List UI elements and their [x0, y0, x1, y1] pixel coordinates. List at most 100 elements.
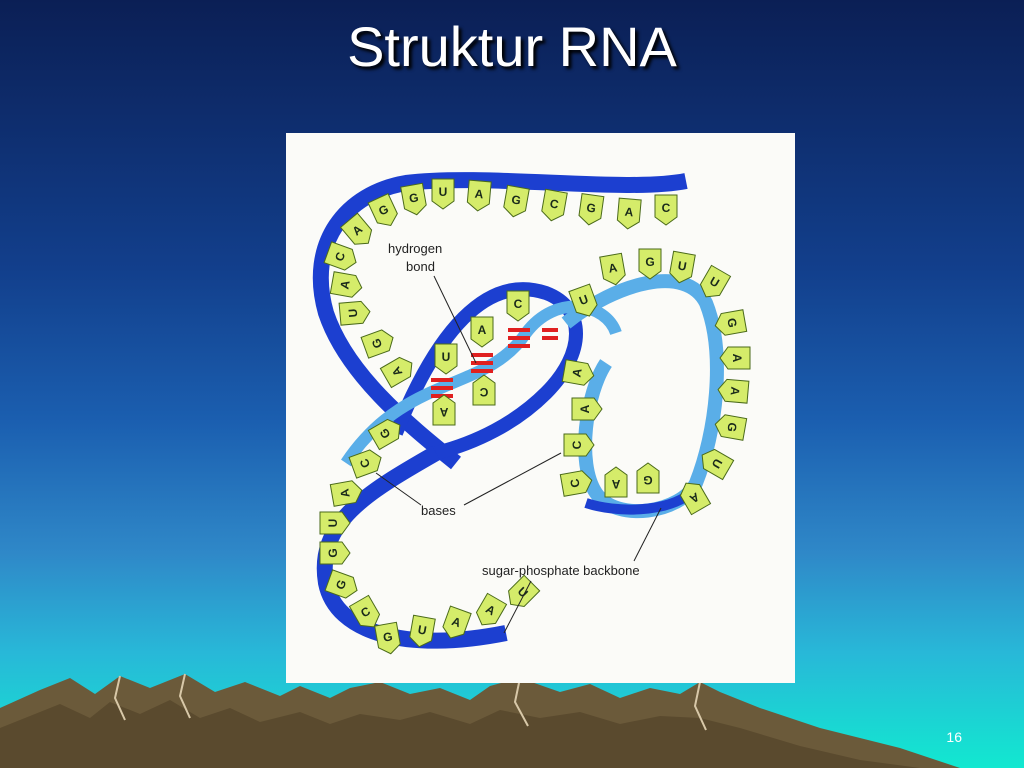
base-letter: U [677, 258, 688, 273]
base-tag-shape [717, 378, 750, 404]
base-tag-shape [563, 433, 595, 457]
base-tag-shape [561, 359, 595, 386]
base-tag: A [616, 197, 642, 230]
base-tag: A [339, 212, 373, 245]
base-tag: C [472, 374, 496, 406]
base-letter: G [643, 473, 652, 487]
base-tag-shape [506, 290, 530, 322]
base-tag: A [329, 480, 363, 507]
base-tag-shape [470, 316, 494, 348]
label-bases: bases [421, 503, 456, 518]
base-tag: C [348, 449, 382, 479]
base-letter: C [479, 385, 488, 399]
base-tag: G [714, 309, 748, 336]
base-tag-shape [348, 449, 382, 479]
pointer-backbone-left [503, 580, 532, 634]
base-tag: A [442, 605, 472, 639]
base-tag: A [717, 378, 750, 404]
base-tag: A [719, 346, 751, 370]
base-tag-shape [503, 184, 530, 218]
base-letter: A [624, 205, 634, 220]
base-letter: A [439, 405, 448, 419]
base-letter: A [337, 279, 352, 290]
base-tag: C [563, 433, 595, 457]
base-tag: C [348, 594, 381, 628]
base-letter: C [549, 196, 560, 211]
base-tag-shape [434, 343, 458, 375]
base-letter: C [567, 477, 582, 488]
base-letter: G [333, 578, 349, 592]
base-tag: G [578, 193, 605, 226]
base-tag-shape [319, 511, 351, 535]
pointer-hydrogen-bond [433, 275, 477, 364]
base-tag: A [561, 359, 595, 386]
base-tag: A [571, 397, 603, 421]
base-tag: C [654, 194, 678, 226]
base-letter: U [442, 350, 451, 364]
base-tag-shape [714, 414, 748, 441]
base-tag-shape [400, 182, 427, 216]
base-tag: A [679, 482, 712, 516]
mountain-decoration [0, 673, 960, 768]
base-tag-shape [679, 482, 712, 516]
base-tag-shape [409, 614, 436, 648]
base-tag-shape [508, 574, 541, 607]
base-tag-shape [329, 271, 363, 298]
base-tag-shape [367, 192, 398, 227]
backbone-strand-top [312, 172, 688, 470]
base-letter: A [611, 477, 620, 491]
base-tag-shape [360, 329, 394, 359]
base-letter: U [326, 519, 340, 528]
base-letter: A [728, 386, 743, 396]
base-tag-shape [616, 197, 642, 230]
base-tag: G [714, 414, 748, 441]
base-tag-shape [329, 480, 363, 507]
base-tag-shape [719, 346, 751, 370]
base-tag-shape [432, 394, 456, 426]
base-tag: A [432, 394, 456, 426]
label-bond: bond [406, 259, 435, 274]
base-tag: C [559, 470, 593, 497]
base-tag-shape [324, 569, 358, 599]
base-letter: C [514, 297, 523, 311]
base-tag-shape [604, 466, 628, 498]
base-tag-shape [339, 212, 373, 245]
base-tag-shape [636, 462, 660, 494]
base-letter: A [337, 487, 352, 498]
page-number: 16 [946, 729, 962, 745]
base-tag-shape [475, 592, 508, 626]
base-tag: G [374, 621, 401, 655]
base-tag-shape [571, 397, 603, 421]
base-tag-shape [568, 283, 598, 317]
label-backbone: sugar-phosphate backbone [482, 563, 640, 578]
backbone-strand-loop [561, 274, 724, 519]
base-letter: G [724, 317, 739, 329]
base-tag-shape [374, 621, 401, 655]
base-tag: U [508, 574, 541, 607]
base-tag: G [638, 248, 662, 280]
base-tag: C [541, 188, 568, 222]
base-tag: A [604, 466, 628, 498]
base-tag: A [379, 356, 413, 389]
base-tag: A [475, 592, 508, 626]
base-tag: G [367, 192, 398, 227]
base-letter: A [569, 367, 584, 378]
base-letter: C [662, 201, 671, 215]
base-tag-shape [442, 605, 472, 639]
base-tag-shape [319, 541, 351, 565]
base-tag: A [470, 316, 494, 348]
base-letter: A [478, 323, 487, 337]
base-tag: G [324, 569, 358, 599]
pointer-bases-right [463, 452, 562, 506]
base-tag: G [360, 329, 394, 359]
base-tag-shape [466, 179, 492, 212]
base-tag-shape [578, 193, 605, 226]
base-tag: G [400, 182, 427, 216]
base-letter: G [586, 200, 597, 215]
base-tag-shape [669, 250, 696, 284]
base-tag: A [466, 179, 492, 212]
base-letter: G [645, 255, 654, 269]
base-tag-shape [367, 418, 401, 451]
